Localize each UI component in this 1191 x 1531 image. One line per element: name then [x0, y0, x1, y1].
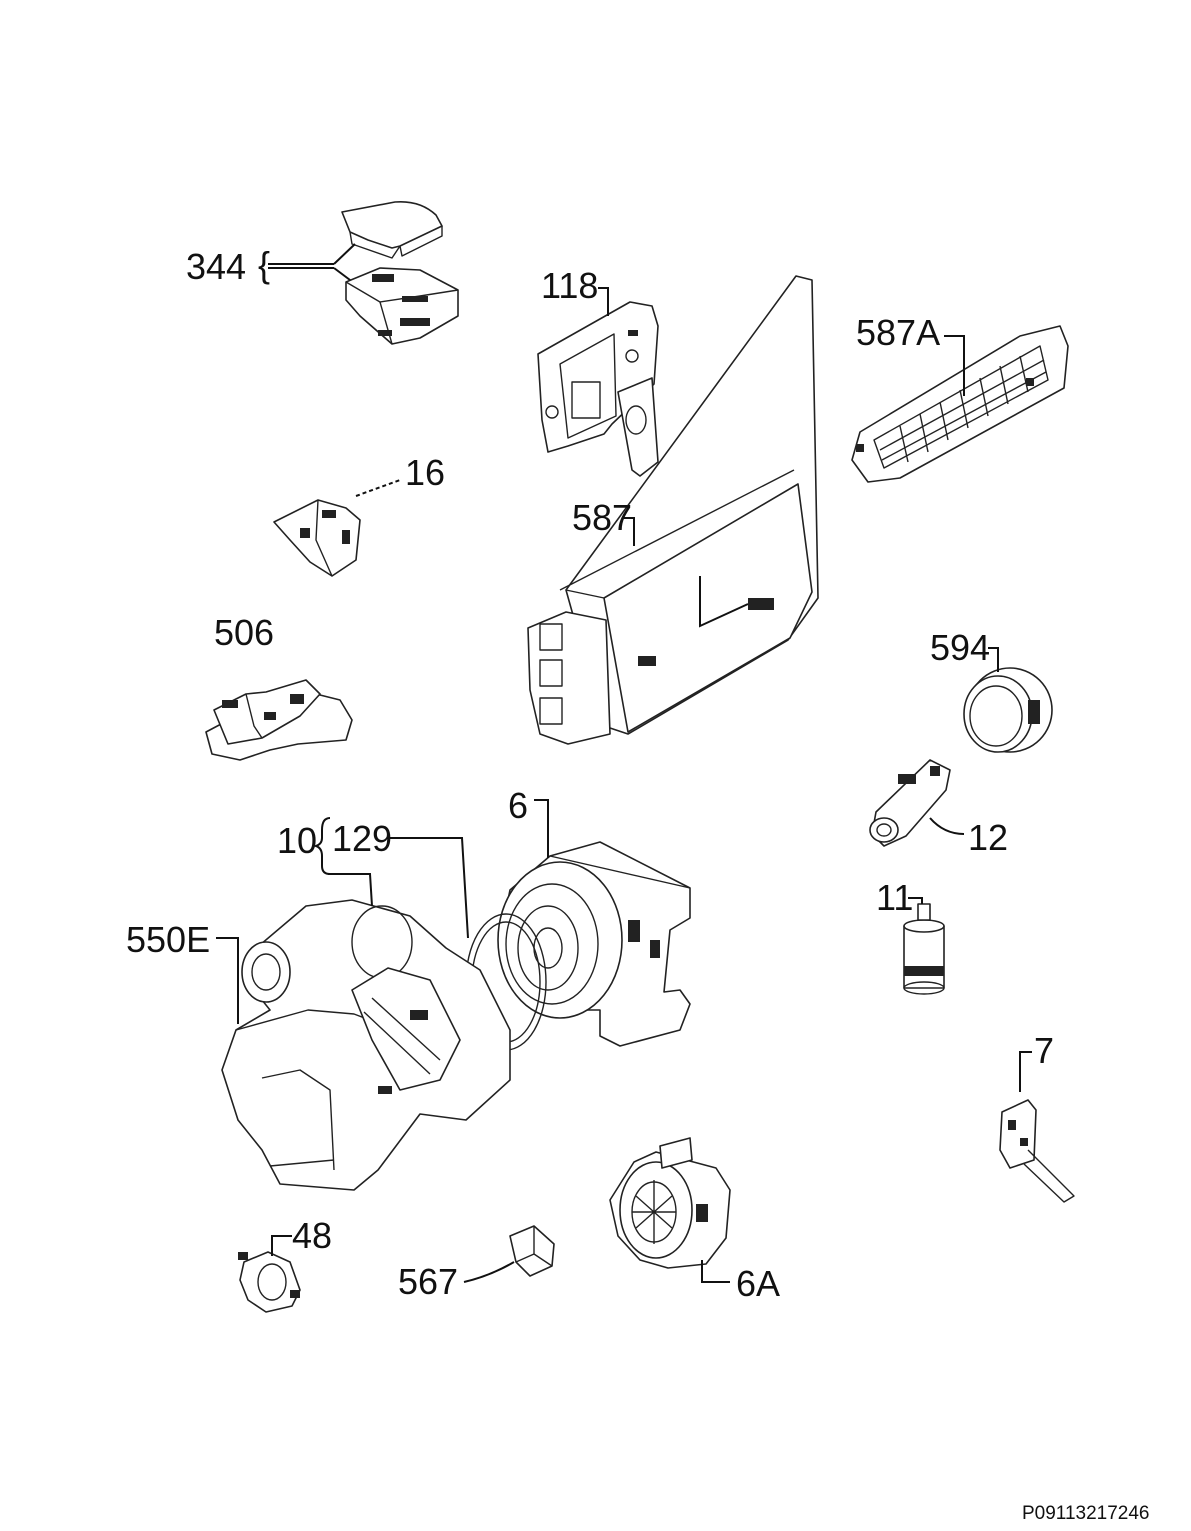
part-12-drawing [869, 759, 965, 847]
label-6A: 6A [736, 1263, 780, 1304]
part-10-brace [312, 817, 373, 907]
label-16: 16 [405, 452, 445, 493]
label-7: 7 [1034, 1030, 1054, 1071]
label-594: 594 [930, 627, 990, 668]
part-11-drawing [903, 897, 945, 995]
label-506: 506 [214, 612, 274, 653]
label-118: 118 [541, 265, 598, 306]
label-10: 10 [277, 820, 317, 861]
label-587: 587 [572, 497, 632, 538]
label-550E: 550E [126, 919, 210, 960]
part-587-drawing [527, 275, 819, 745]
part-587A-drawing [851, 325, 1069, 483]
label-11: 11 [876, 877, 913, 918]
part-7-drawing [999, 1051, 1075, 1203]
part-16-drawing [273, 479, 401, 577]
part-506-drawing [205, 679, 353, 761]
label-344: 344 [186, 246, 246, 287]
part-118-drawing [537, 287, 659, 477]
587A-grid [879, 355, 1047, 463]
part-6A-drawing [609, 1137, 731, 1283]
document-id: P09113217246 [1022, 1503, 1150, 1524]
label-567: 567 [398, 1261, 458, 1302]
label-6: 6 [508, 785, 528, 826]
part-48-drawing [238, 1235, 301, 1313]
part-594-drawing [963, 647, 1053, 753]
label-48: 48 [292, 1215, 332, 1256]
label-129: 129 [332, 818, 392, 859]
part-550E-drawing [216, 899, 511, 1191]
label-12: 12 [968, 817, 1008, 858]
part-567-drawing [463, 1225, 555, 1283]
part-344-drawing [268, 200, 459, 345]
label-587A: 587A [856, 312, 940, 353]
brace-344: { [258, 244, 270, 285]
part-6-drawing [497, 799, 691, 1047]
